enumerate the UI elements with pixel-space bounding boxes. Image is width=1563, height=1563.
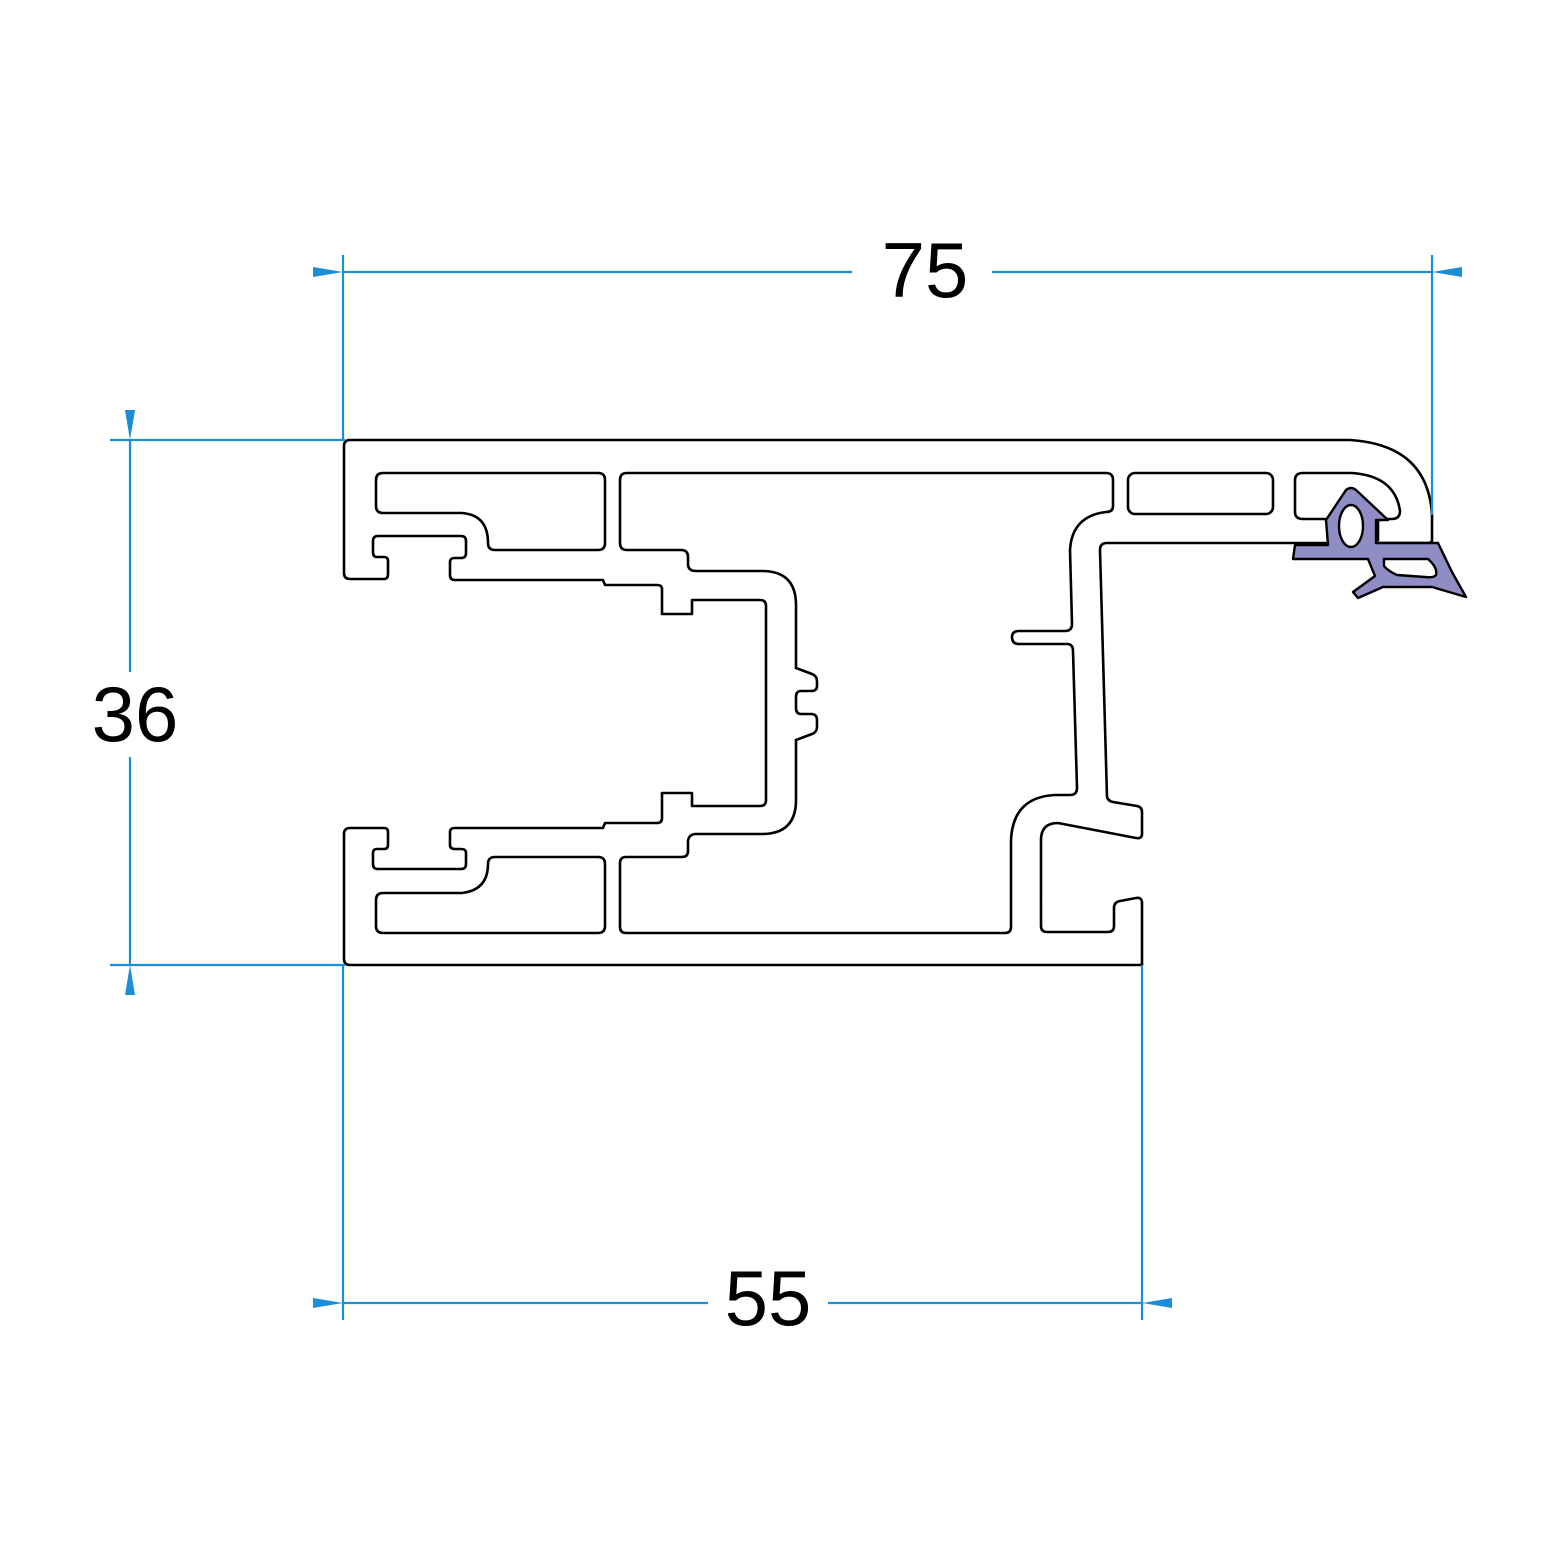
dimension-label-frame-width: 55 [725,1254,812,1342]
dimension-overall-width [313,255,1462,515]
chamber-top-left [374,471,607,552]
chamber-bottom-left [374,855,607,935]
dimension-label-overall-width: 75 [882,226,969,314]
dimension-frame-width [313,965,1172,1320]
dimension-label-height: 36 [92,670,179,758]
dimension-height [110,410,345,995]
chamber-main [618,471,1115,935]
chamber-top-right [1126,471,1275,516]
gasket-seal [1291,486,1468,600]
